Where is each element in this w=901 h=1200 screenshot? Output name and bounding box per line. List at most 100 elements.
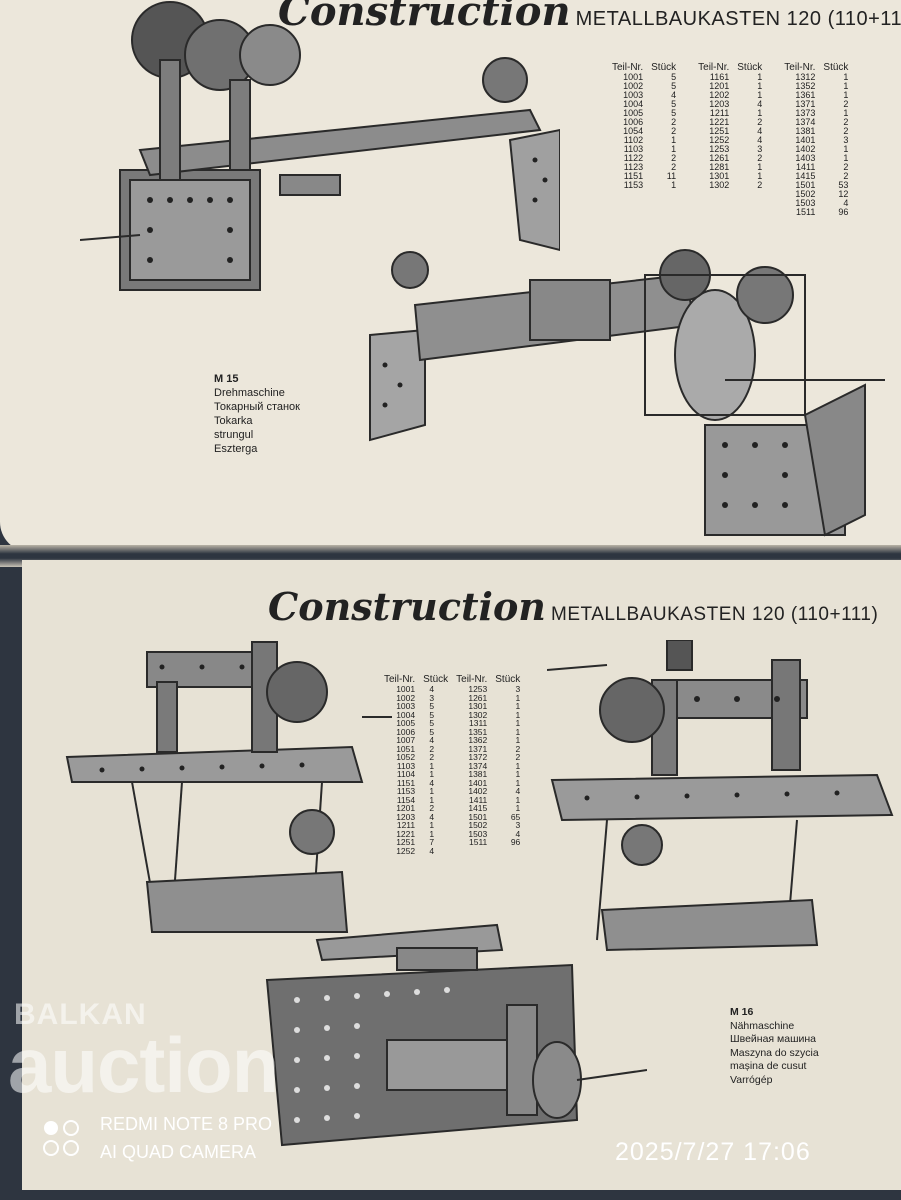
part-number-cell: 1161: [709, 72, 730, 82]
model-caption-m15: M 15 Drehmaschine Токарный станок Tokark…: [214, 372, 300, 456]
part-number-cell: 1415: [795, 171, 816, 181]
quantity-cell: 2: [429, 752, 435, 762]
part-number-cell: 1005: [623, 108, 644, 118]
part-number-cell: 1511: [796, 207, 816, 217]
quantity-cell: 1: [757, 81, 763, 91]
catalog-page-bottom: Construction METALLBAUKASTEN 120 (110+11…: [22, 560, 901, 1190]
quantity-cell: 1: [515, 803, 521, 813]
part-number-cell: 1302: [709, 180, 730, 190]
parts-table-top: Teil-Nr. Stück Teil-Nr. Stück Teil-Nr. S…: [608, 62, 852, 217]
part-number-cell: 1003: [623, 90, 644, 100]
part-number-cell: 1153: [623, 180, 644, 190]
part-number-cell: 1005: [396, 718, 416, 728]
quantity-cell: 1: [515, 769, 521, 779]
quantity-cell: 2: [671, 117, 677, 127]
model-name: Varrógép: [730, 1073, 773, 1086]
part-number-cell: [608, 190, 647, 199]
quantity-cell: 5: [429, 701, 435, 711]
kit-title: METALLBAUKASTEN 120 (110+111): [551, 604, 879, 625]
part-number-cell: 1261: [709, 153, 730, 163]
column-header: Teil-Nr.: [384, 674, 416, 685]
part-number-cell: 1352: [795, 81, 816, 91]
part-number-cell: [694, 190, 733, 199]
quantity-cell: 1: [515, 709, 521, 720]
part-number-cell: 1502: [468, 820, 488, 830]
quantity-cell: [647, 208, 694, 217]
part-number-cell: 1411: [468, 794, 488, 805]
part-number-cell: 1281: [709, 162, 730, 172]
watermark-balkan: BALKAN: [14, 998, 147, 1031]
quantity-cell: 2: [429, 803, 435, 813]
quantity-cell: 4: [429, 735, 435, 745]
part-number-cell: 1371: [468, 743, 488, 754]
part-number-cell: 1372: [468, 752, 488, 762]
part-number-cell: 1001: [623, 72, 644, 82]
part-number-cell: 1252: [396, 845, 416, 856]
part-number-cell: 1373: [795, 108, 816, 118]
quantity-cell: 1: [429, 828, 435, 839]
quantity-cell: 1: [757, 108, 763, 118]
quantity-cell: 65: [510, 811, 521, 822]
part-number-cell: [608, 208, 647, 217]
quantity-cell: 2: [843, 162, 849, 172]
quantity-cell: 1: [843, 108, 849, 118]
part-number-cell: 1401: [795, 135, 816, 145]
quantity-cell: 1: [757, 90, 763, 100]
part-number-cell: 1002: [396, 692, 416, 703]
quantity-cell: 1: [515, 777, 521, 788]
part-number-cell: 1103: [396, 760, 416, 771]
part-number-cell: 1415: [468, 803, 488, 813]
part-number-cell: 1374: [795, 117, 816, 127]
quantity-cell: 1: [515, 701, 521, 711]
lathe-illustration-lower: [369, 249, 885, 537]
part-number-cell: [694, 208, 733, 217]
part-number-cell: 1153: [396, 786, 416, 796]
quantity-cell: 2: [757, 117, 763, 127]
quantity-cell: 1: [671, 144, 677, 154]
quantity-cell: 4: [429, 845, 435, 856]
part-number-cell: 1004: [396, 709, 416, 720]
part-number-cell: 1301: [468, 701, 488, 711]
camera-model-label: REDMI NOTE 8 PRO: [100, 1114, 273, 1134]
quantity-cell: 5: [671, 108, 677, 118]
quantity-cell: 2: [429, 743, 435, 754]
quantity-cell: 3: [515, 684, 521, 694]
quantity-cell: [647, 199, 694, 208]
part-number-cell: 1351: [468, 726, 488, 737]
model-name: Швейная машина: [730, 1033, 817, 1045]
part-number-cell: 1151: [396, 777, 416, 788]
page-title-bottom: Construction METALLBAUKASTEN 120 (110+11…: [268, 584, 878, 629]
sewing-machine-illustration-bottom: [265, 923, 647, 1147]
table-header-row: Teil-Nr. Stück Teil-Nr. Stück: [380, 674, 524, 685]
quantity-cell: 1: [757, 72, 763, 82]
quantity-cell: 7: [429, 837, 435, 847]
column-header: Stück: [495, 674, 521, 685]
part-number-cell: 1311: [468, 718, 488, 728]
part-number-cell: 1252: [709, 135, 730, 145]
quantity-cell: 3: [429, 692, 435, 703]
quantity-cell: 1: [671, 135, 677, 145]
quantity-cell: 2: [843, 171, 849, 181]
quantity-cell: 4: [429, 777, 435, 788]
quantity-cell: 1: [515, 760, 521, 771]
part-number-cell: 1103: [623, 144, 644, 154]
part-number-cell: 1312: [795, 72, 816, 82]
part-number-cell: [694, 199, 733, 208]
lathe-illustration-upper: [80, 1, 560, 291]
quantity-cell: 11: [666, 171, 677, 181]
part-number-cell: 1503: [468, 828, 488, 839]
quantity-cell: 5: [671, 99, 677, 109]
part-number-cell: 1402: [795, 144, 816, 154]
brand-title: Construction: [268, 584, 546, 629]
